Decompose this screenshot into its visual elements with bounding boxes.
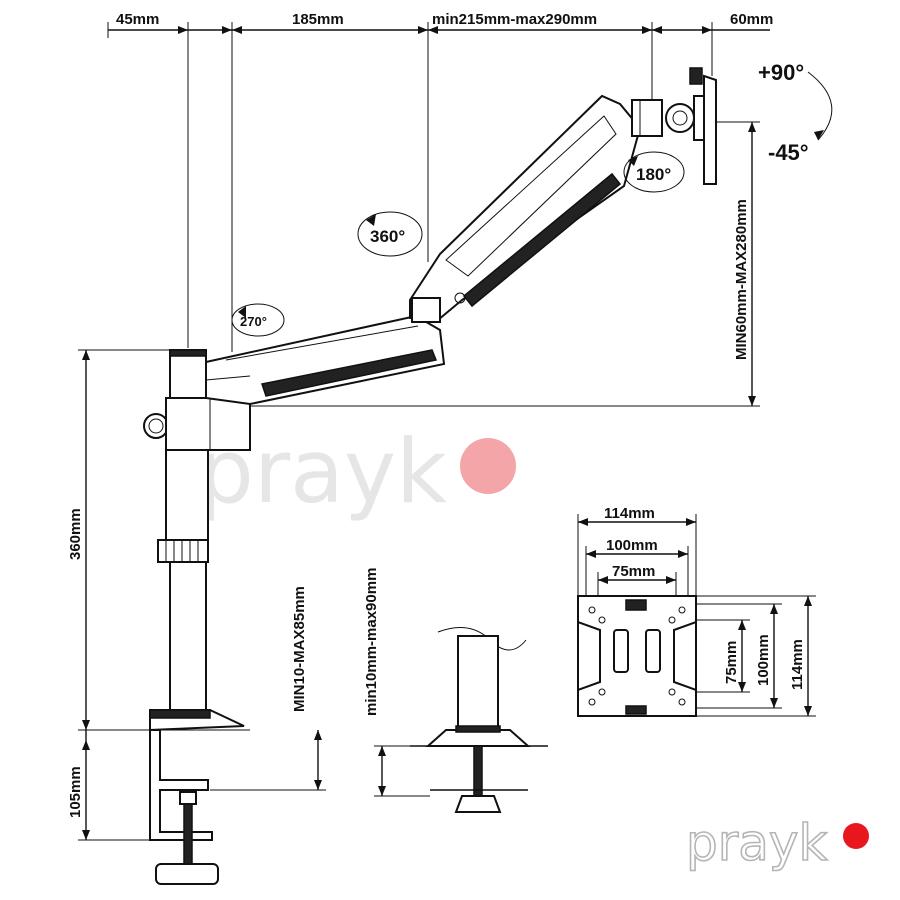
dim-desk-clamp: MIN10-MAX85mm [291, 586, 308, 712]
vesa-plate: 114mm 100mm 75mm 75mm [577, 505, 816, 717]
lower-arm [205, 314, 446, 406]
vesa-width-inner: 75mm [612, 563, 655, 580]
vesa-height-inner: 75mm [723, 641, 740, 684]
pole-assembly [143, 349, 251, 885]
desk-clamp-dimension: MIN10-MAX85mm [210, 586, 326, 791]
monitor-head [631, 67, 717, 185]
dim-arm-lower: 185mm [292, 11, 344, 28]
angle-rotate-arm: 360° [370, 227, 405, 246]
vesa-width-outer: 114mm [604, 505, 655, 522]
dim-head: 60mm [730, 11, 773, 28]
brand-logo-text: prayk [686, 814, 828, 872]
pole-height-dimension: 360mm [67, 349, 250, 731]
grommet-mount: min10mm-max90mm [363, 568, 548, 813]
height-range-dimension: MIN60mm-MAX280mm [250, 121, 760, 407]
vesa-height-outer: 114mm [789, 639, 806, 690]
dim-top-offset: 45mm [116, 11, 159, 28]
vesa-width-mid: 100mm [606, 537, 658, 554]
brand-logo: prayk [685, 813, 869, 873]
dim-grommet: min10mm-max90mm [363, 568, 380, 716]
dim-pole-height: 360mm [67, 508, 84, 560]
vesa-height-mid: 100mm [755, 634, 772, 686]
angle-tilt-up: +90° [758, 60, 804, 85]
angle-rotate-base: 270° [240, 314, 267, 329]
angle-swivel-head: 180° [636, 165, 671, 184]
dim-arm-upper: min215mm-max290mm [432, 11, 597, 28]
top-dimension-line: 45mm 185mm min215mm-max290mm 60mm [107, 11, 773, 352]
watermark-dot [460, 438, 516, 494]
clamp-height-dimension: 105mm [67, 730, 180, 841]
dim-clamp-height: 105mm [67, 766, 84, 818]
upper-arm [409, 94, 642, 323]
angle-tilt-down: -45° [768, 140, 809, 165]
dim-height-range: MIN60mm-MAX280mm [733, 199, 750, 360]
brand-logo-dot [843, 823, 869, 849]
rotation-markers: +90° -45° 180° 360° 270° [231, 60, 833, 337]
